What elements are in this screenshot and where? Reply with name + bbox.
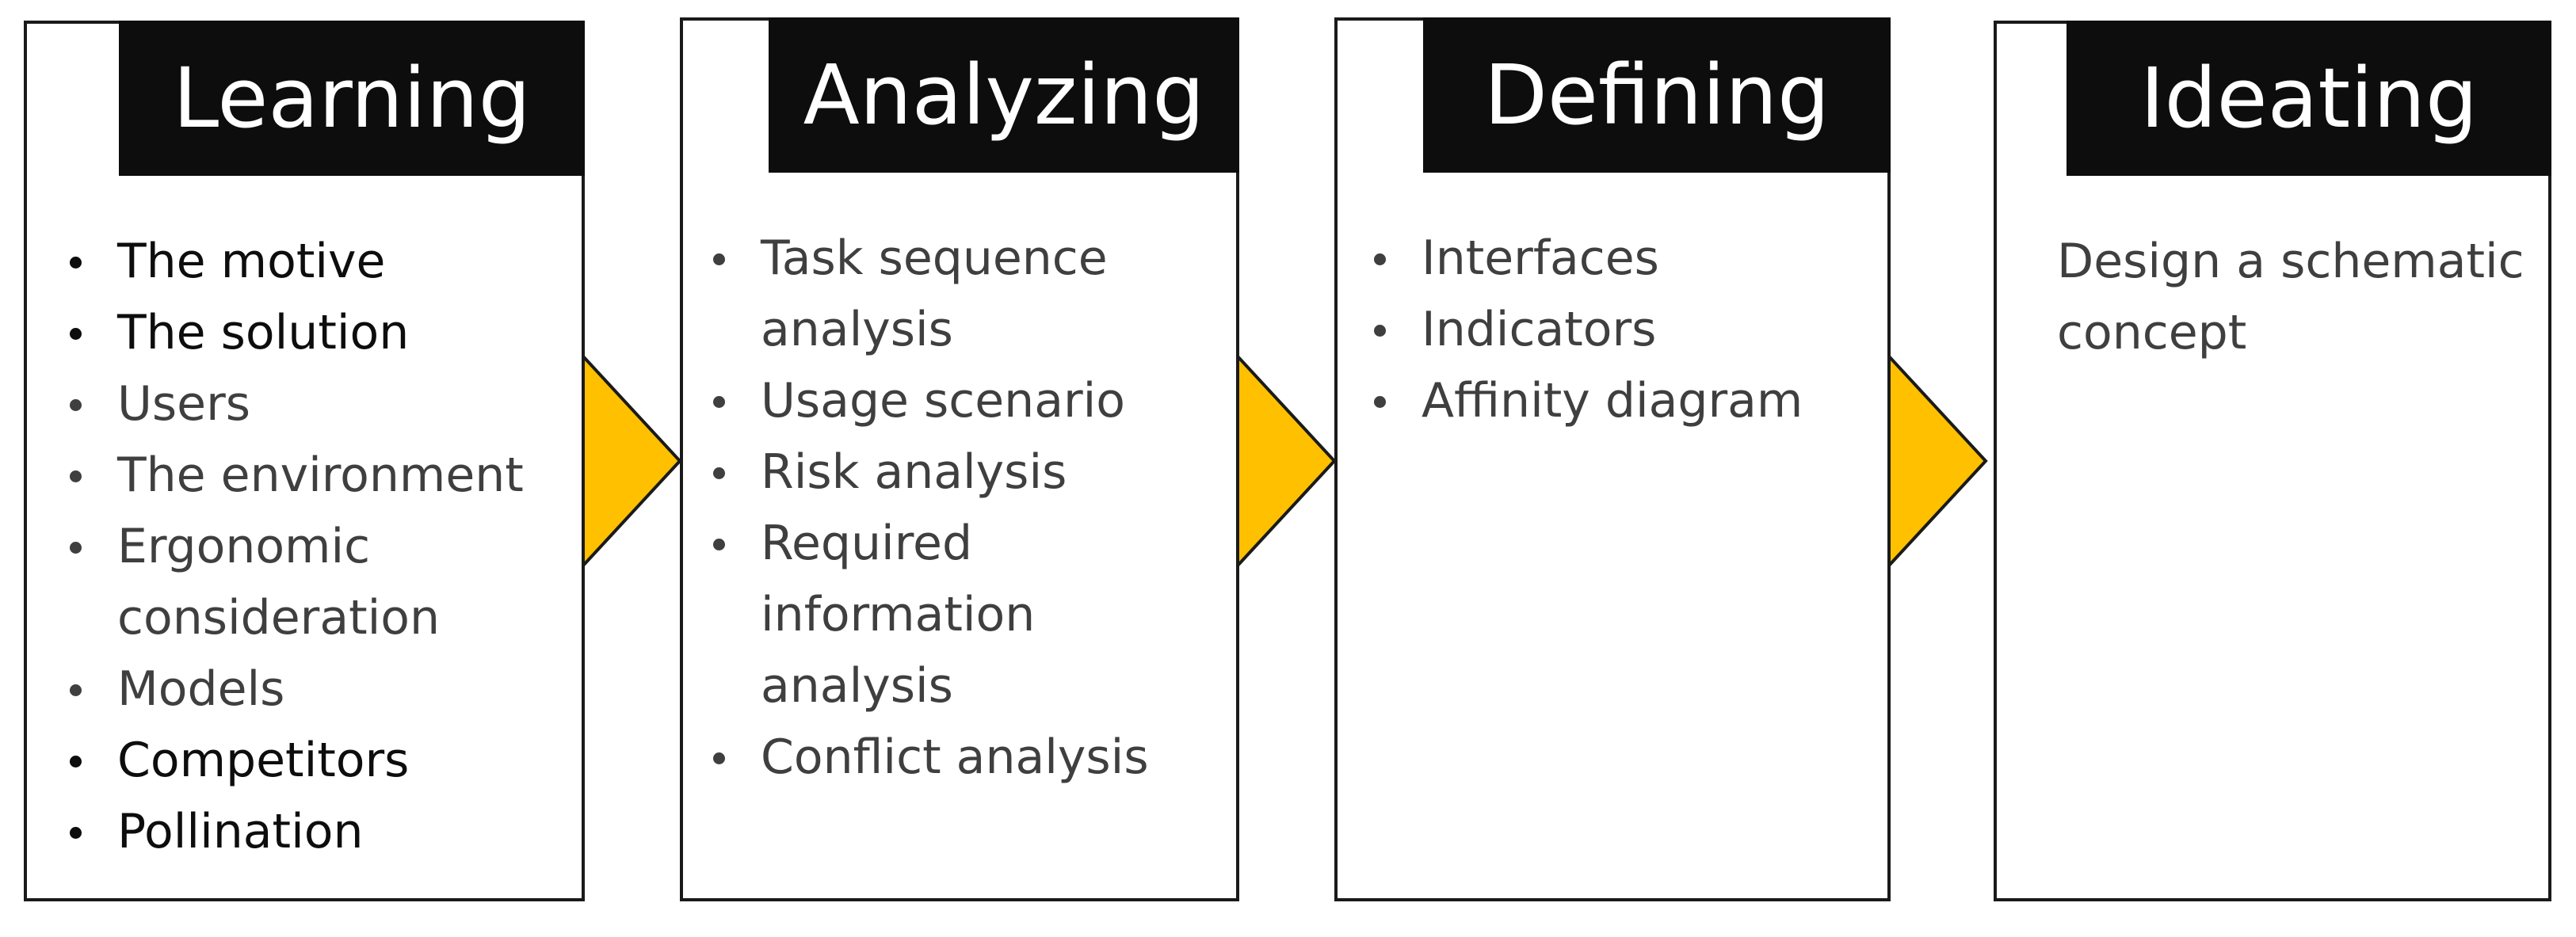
list-item: The solution [65,297,524,368]
list-item-line: analysis [761,658,953,714]
stage-title-defining: Defining [1423,17,1891,173]
stage-text-ideating: Design a schematic concept [2057,226,2524,368]
flow-arrow-2 [1236,352,1337,570]
list-item-line: analysis [761,302,953,357]
flow-arrow-1 [582,352,682,570]
stage-text-line: Design a schematic [2057,234,2524,289]
list-item: Conflict analysis [708,722,1149,793]
stage-title-ideating: Ideating [2067,21,2551,176]
list-item: Indicators [1369,294,1803,365]
flow-arrow-3 [1887,352,1988,570]
stage-title-learning: Learning [119,21,585,176]
list-item: Pollination [65,796,524,867]
list-item: Competitors [65,725,524,796]
stage-list-defining: Interfaces Indicators Affinity diagram [1369,223,1803,436]
stage-list-learning: The motive The solution Users The enviro… [65,226,524,867]
stage-box-defining: Defining Interfaces Indicators Affinity … [1334,17,1891,901]
list-item: Affinity diagram [1369,365,1803,436]
stage-box-analyzing: Analyzing Task sequence analysis Usage s… [680,17,1239,901]
list-item-line: information [761,587,1036,642]
stage-list-analyzing: Task sequence analysis Usage scenario Ri… [708,223,1149,793]
list-item: Users [65,368,524,440]
list-item-line: Task sequence [761,230,1108,286]
list-item: The motive [65,226,524,297]
list-item-line: Required [761,516,973,571]
list-item: Required information analysis [708,508,1149,722]
list-item: Risk analysis [708,436,1149,508]
list-item: Interfaces [1369,223,1803,294]
list-item-line: Ergonomic [117,519,371,574]
stage-text-line: concept [2057,305,2247,360]
list-item: Usage scenario [708,365,1149,436]
list-item: Ergonomic consideration [65,511,524,653]
list-item-line: consideration [117,590,441,646]
stage-title-analyzing: Analyzing [769,17,1239,173]
stage-box-ideating: Ideating Design a schematic concept [1994,21,2551,901]
list-item: The environment [65,440,524,511]
list-item: Models [65,653,524,725]
list-item: Task sequence analysis [708,223,1149,365]
stage-box-learning: Learning The motive The solution Users T… [24,21,585,901]
